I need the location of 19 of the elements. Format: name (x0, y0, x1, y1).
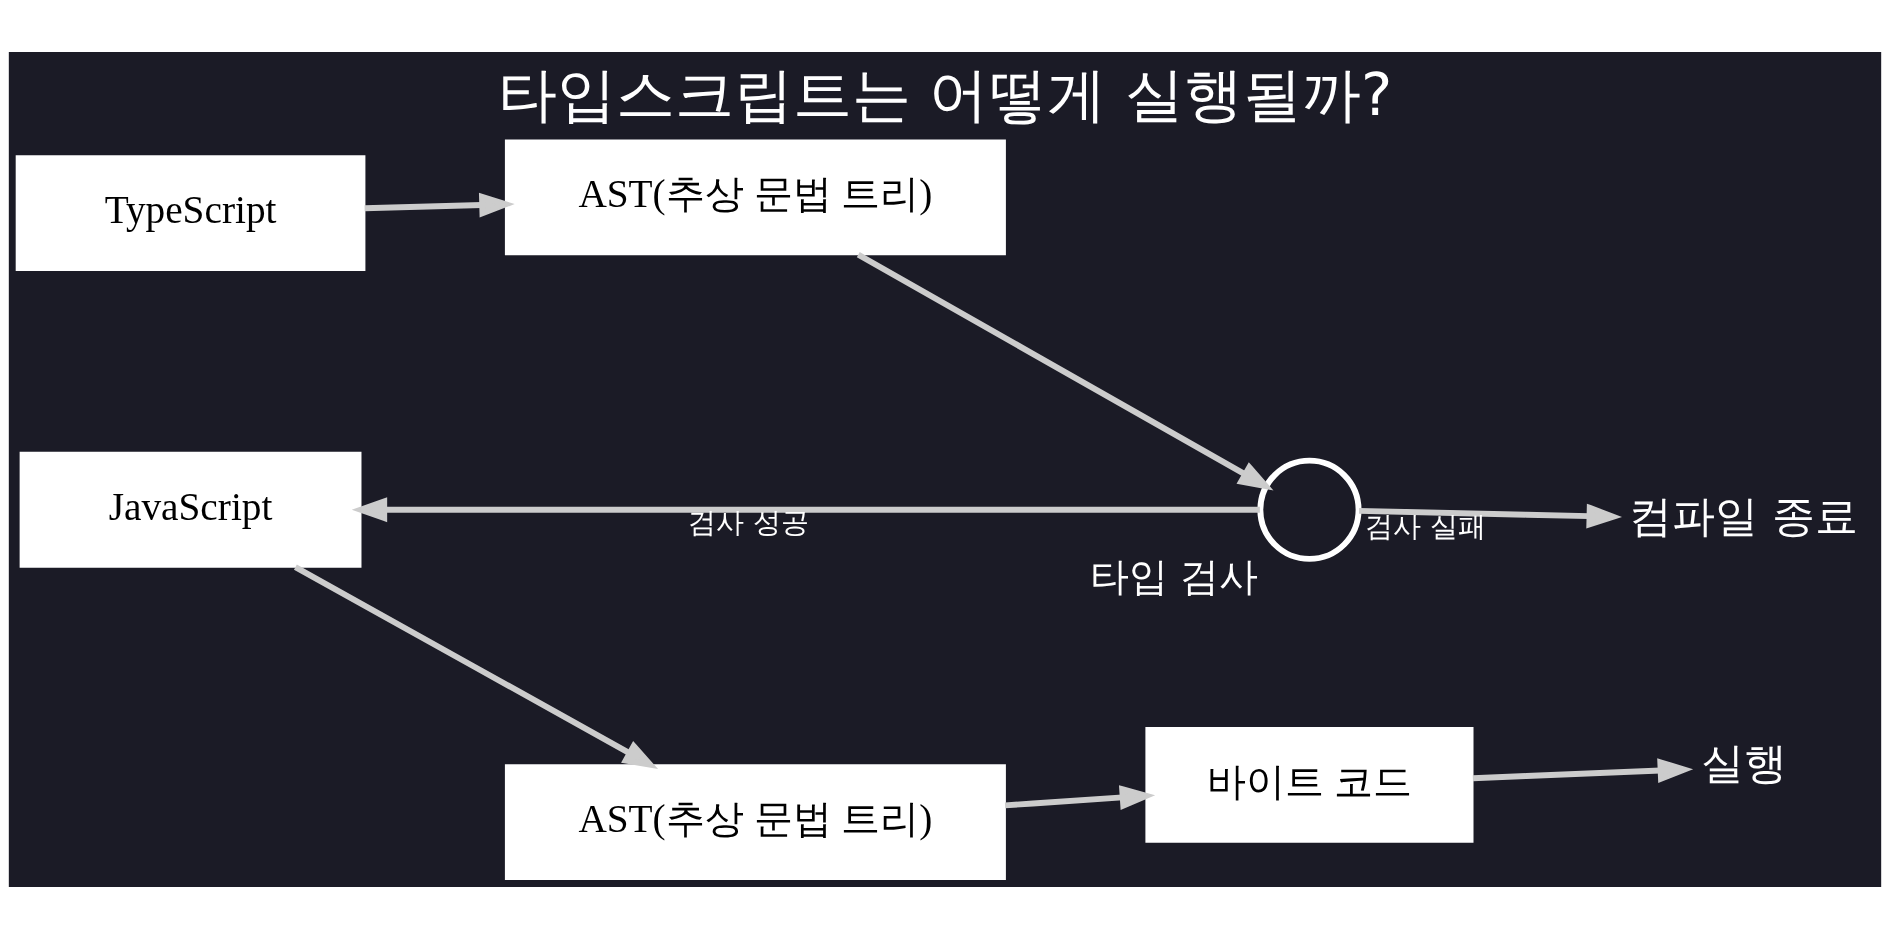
node-text: 컴파일 종료 (1629, 490, 1859, 541)
arrow (1004, 785, 1156, 810)
edge-label: 검사 성공 (688, 505, 810, 538)
edge-label: 검사 실패 (1365, 509, 1486, 542)
node-box: 바이트 코드 (1145, 726, 1474, 843)
node-circle (1257, 457, 1362, 562)
arrow (1359, 503, 1623, 529)
arrow (351, 497, 1260, 523)
diagram-title: 타입스크립트는 어떻게 실행될까? (497, 59, 1393, 129)
arrow (1472, 758, 1694, 783)
node-box: TypeScript (15, 155, 366, 272)
arrow (364, 192, 515, 218)
node-box: AST(추상 문법 트리) (504, 139, 1006, 256)
node-box: JavaScript (19, 451, 362, 568)
node-box: AST(추상 문법 트리) (504, 764, 1006, 881)
arrow (856, 252, 1274, 491)
node-label: 타입 검사 (1089, 554, 1259, 600)
arrow (293, 564, 659, 770)
node-text: 실행 (1700, 738, 1787, 789)
